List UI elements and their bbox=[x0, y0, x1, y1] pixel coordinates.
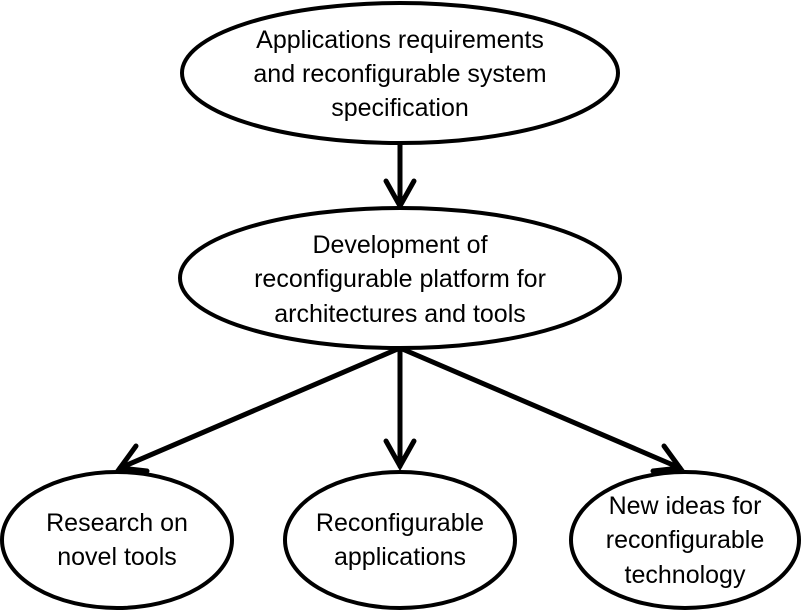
node-applications: Reconfigurable applications bbox=[283, 470, 517, 610]
node-platform: Development of reconfigurable platform f… bbox=[178, 206, 622, 350]
node-text-line: and reconfigurable system bbox=[253, 60, 546, 88]
node-text-line: Development of bbox=[312, 231, 487, 259]
node-text-line: applications bbox=[334, 543, 466, 571]
arrowhead-icon bbox=[115, 443, 150, 474]
edge-platform-to-applications bbox=[383, 345, 417, 472]
node-ellipse bbox=[283, 470, 517, 610]
connector-line bbox=[397, 345, 683, 471]
edge-platform-to-research bbox=[115, 345, 403, 474]
node-ellipse bbox=[0, 470, 234, 610]
arrowhead-icon bbox=[650, 443, 685, 474]
node-ideas: New ideas for reconfigurable technology bbox=[569, 470, 801, 610]
edge-platform-to-ideas bbox=[397, 345, 685, 474]
connector-line bbox=[117, 345, 403, 471]
node-text-line: reconfigurable platform for bbox=[254, 265, 546, 293]
node-requirements: Applications requirements and reconfigur… bbox=[180, 1, 620, 145]
node-text-line: Applications requirements bbox=[256, 26, 544, 54]
node-ellipse bbox=[569, 470, 801, 610]
node-text-line: Research on bbox=[46, 509, 188, 537]
node-text-line: architectures and tools bbox=[274, 300, 526, 328]
node-text-line: New ideas for bbox=[609, 492, 762, 520]
arrowhead-icon bbox=[383, 438, 417, 472]
node-text-line: technology bbox=[625, 561, 746, 589]
node-research: Research on novel tools bbox=[0, 470, 234, 610]
edge-requirements-to-platform bbox=[383, 140, 417, 212]
node-text-line: Reconfigurable bbox=[316, 509, 484, 537]
node-text-line: specification bbox=[331, 94, 469, 122]
node-ellipse bbox=[180, 1, 620, 145]
node-ellipse bbox=[178, 206, 622, 350]
node-text-line: novel tools bbox=[57, 543, 177, 571]
node-text-line: reconfigurable bbox=[606, 526, 764, 554]
